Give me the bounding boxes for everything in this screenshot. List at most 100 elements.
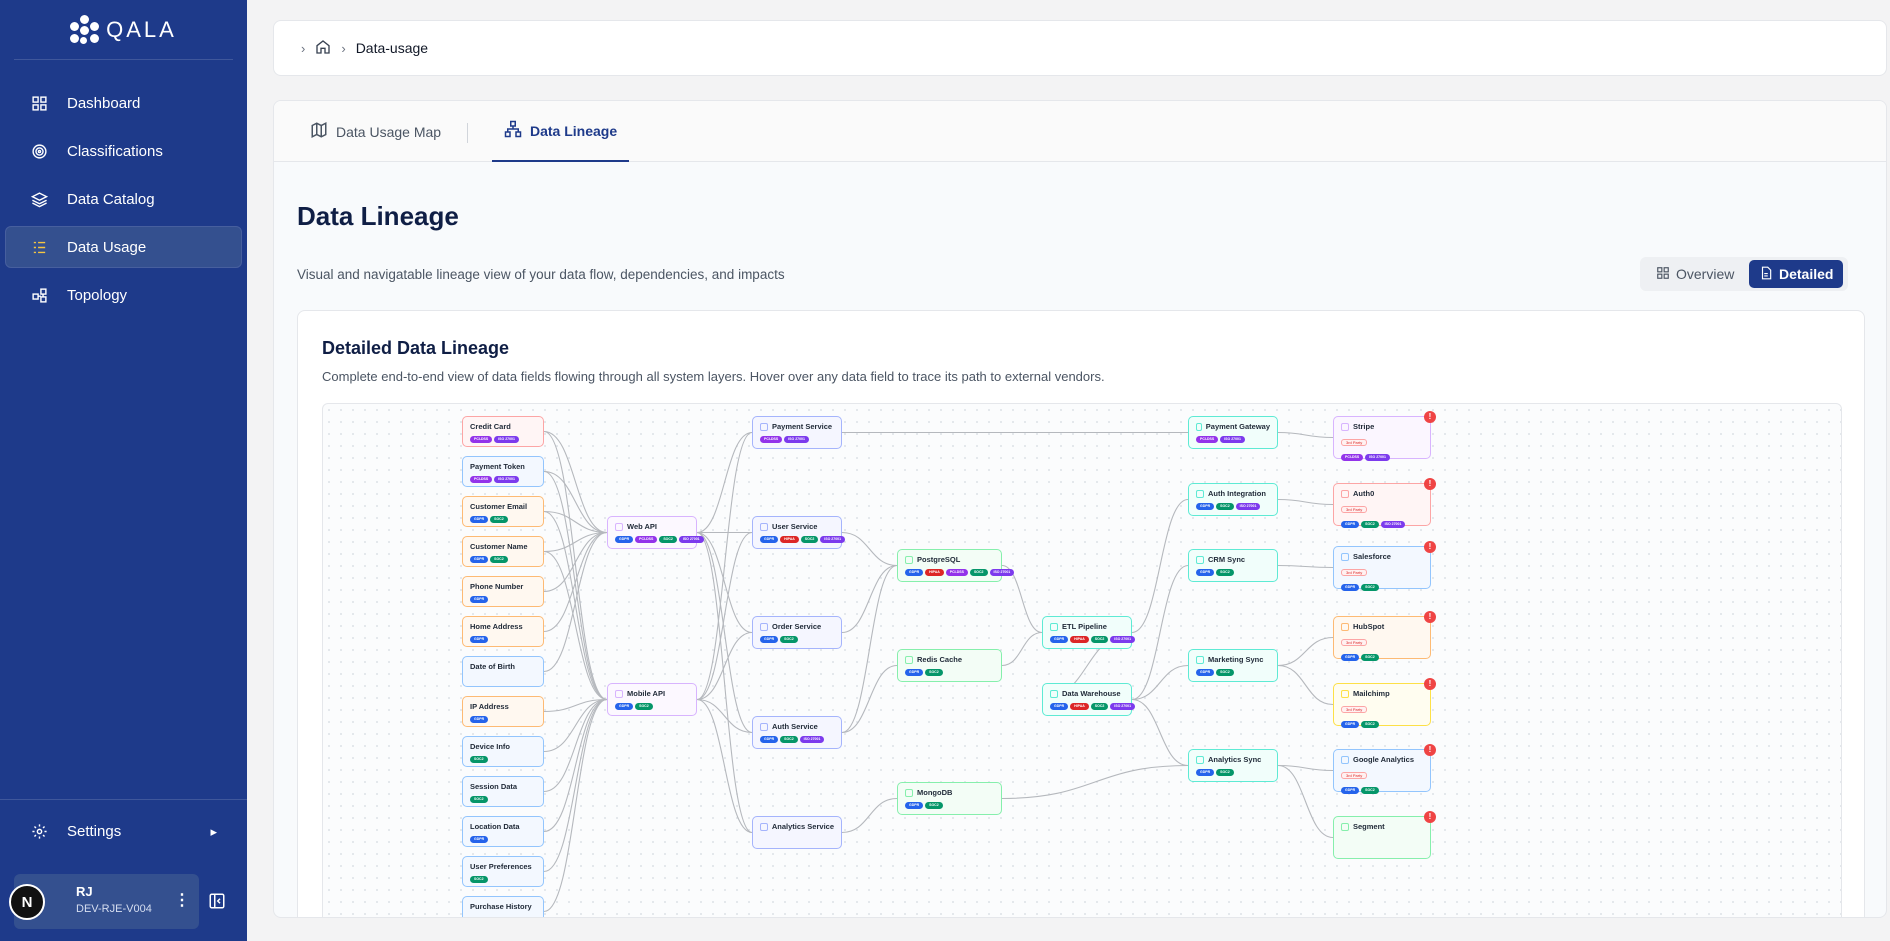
third-party-badge: 3rd Party	[1341, 706, 1368, 713]
sidebar-item-data-catalog[interactable]: Data Catalog	[5, 178, 242, 220]
lineage-node-purchase-history[interactable]: Purchase History	[462, 896, 544, 917]
compliance-tag: HIPAA	[925, 569, 944, 576]
node-label: Date of Birth	[470, 662, 515, 671]
node-title: Purchase History	[470, 902, 536, 911]
compliance-tag: GDPR	[470, 556, 489, 563]
compliance-tags: GDPR	[470, 836, 536, 843]
sidebar-item-label: Data Usage	[67, 238, 147, 256]
compliance-tag: GDPR	[1341, 521, 1360, 528]
home-icon[interactable]	[315, 39, 331, 58]
lineage-edge	[1277, 664, 1334, 706]
node-label: IP Address	[470, 702, 509, 711]
lineage-edge	[696, 431, 753, 534]
user-profile-card[interactable]: N RJ DEV-RJE-V004 ⋮	[9, 874, 199, 929]
node-label: Redis Cache	[917, 655, 963, 664]
node-title: Customer Email	[470, 502, 536, 511]
compliance-tag: SOC2	[470, 876, 488, 883]
compliance-tag: HIPAA	[1070, 636, 1089, 643]
lineage-node-segment[interactable]: Segment!	[1333, 811, 1436, 859]
node-title: Salesforce	[1341, 552, 1423, 561]
compliance-tag: SOC2	[1361, 584, 1379, 591]
database-icon	[905, 655, 913, 664]
overview-button[interactable]: Overview	[1646, 260, 1744, 288]
lineage-edge	[696, 531, 753, 634]
vendor-icon	[1341, 552, 1349, 561]
compliance-tag: GDPR	[905, 669, 924, 676]
compliance-tag: PCI-DSS	[635, 536, 658, 543]
compliance-tag: GDPR	[1050, 636, 1069, 643]
collapse-sidebar-icon[interactable]	[208, 892, 226, 910]
main-panel: Data Usage Map Data Lineage Data Lineage…	[273, 100, 1887, 918]
compliance-tag: GDPR	[905, 802, 924, 809]
lineage-edge	[1131, 564, 1189, 701]
node-title: Credit Card	[470, 422, 536, 431]
third-party-badge: 3rd Party	[1341, 506, 1368, 513]
compliance-tag: GDPR	[615, 536, 634, 543]
vendor-icon	[1341, 755, 1349, 764]
sidebar-item-classifications[interactable]: Classifications	[5, 130, 242, 172]
compliance-tag: SOC2	[1216, 769, 1234, 776]
tab-data-usage-map[interactable]: Data Usage Map	[310, 101, 441, 162]
compliance-tag: GDPR	[1341, 721, 1360, 728]
lineage-node-date-of-birth[interactable]: Date of Birth	[462, 656, 544, 687]
brand-logo[interactable]: QALA	[14, 0, 233, 60]
compliance-tag: GDPR	[470, 716, 489, 723]
node-label: Google Analytics	[1353, 755, 1414, 764]
brand-name: QALA	[106, 16, 177, 42]
node-label: PostgreSQL	[917, 555, 961, 564]
compliance-tag: GDPR	[1196, 569, 1215, 576]
node-title: ETL Pipeline	[1050, 622, 1124, 631]
more-vertical-icon[interactable]: ⋮	[174, 892, 190, 909]
lineage-node-analytics-service[interactable]: Analytics Service	[752, 816, 842, 849]
compliance-tags: SOC2	[470, 796, 536, 803]
sidebar-item-topology[interactable]: Topology	[5, 274, 242, 316]
sidebar-item-data-usage[interactable]: Data Usage	[5, 226, 242, 268]
alert-icon: !	[1424, 744, 1436, 756]
sidebar-item-dashboard[interactable]: Dashboard	[5, 82, 242, 124]
detailed-button[interactable]: Detailed	[1749, 260, 1844, 288]
sidebar-item-settings[interactable]: Settings ▸	[5, 810, 242, 852]
lineage-edge	[543, 531, 608, 673]
vendor-icon	[1341, 689, 1349, 698]
compliance-tag: GDPR	[760, 736, 779, 743]
tab-data-lineage[interactable]: Data Lineage	[492, 101, 630, 162]
lineage-edge	[696, 698, 753, 834]
node-title: Home Address	[470, 622, 536, 631]
